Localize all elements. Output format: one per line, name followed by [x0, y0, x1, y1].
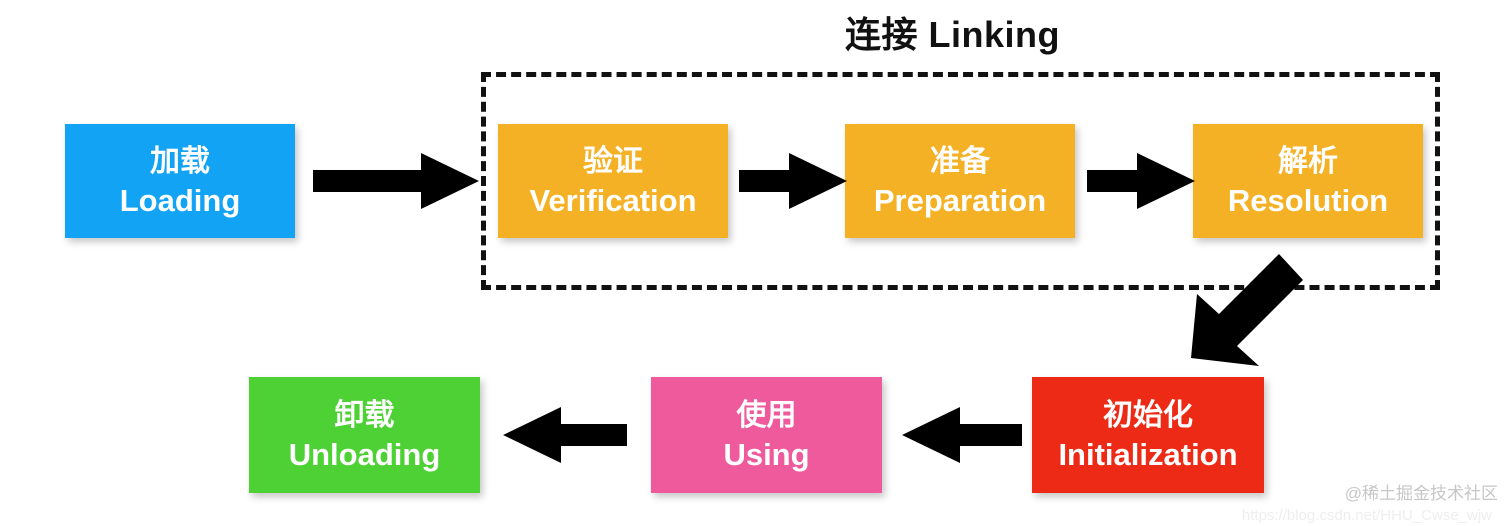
arrow-left-icon-using-to-unloading: [503, 407, 627, 463]
stage-label-en: Using: [723, 436, 810, 472]
stage-box-loading[interactable]: 加载 Loading: [65, 124, 295, 238]
arrow-right-icon-verification-to-preparation: [739, 153, 847, 209]
linking-group-dashed-frame: [481, 72, 1440, 290]
stage-box-using[interactable]: 使用 Using: [651, 377, 882, 493]
stage-label-cn: 初始化: [1103, 398, 1193, 432]
stage-label-en: Initialization: [1058, 436, 1238, 472]
stage-label-en: Verification: [529, 182, 697, 218]
stage-box-preparation[interactable]: 准备 Preparation: [845, 124, 1075, 238]
stage-label-cn: 卸载: [334, 398, 395, 432]
watermark-text: @稀土掘金技术社区: [1344, 484, 1498, 503]
stage-label-cn: 验证: [583, 144, 643, 178]
watermark-url: https://blog.csdn.net/HHU_Cwse_wjw: [1241, 507, 1492, 524]
stage-label-cn: 使用: [736, 398, 797, 432]
stage-label-cn: 准备: [930, 144, 990, 178]
stage-label-en: Loading: [119, 182, 241, 218]
stage-label-en: Unloading: [288, 436, 441, 472]
stage-label-en: Preparation: [873, 182, 1047, 218]
arrow-right-icon-preparation-to-resolution: [1087, 153, 1195, 209]
stage-label-cn: 解析: [1278, 144, 1338, 178]
stage-box-unloading[interactable]: 卸载 Unloading: [249, 377, 480, 493]
stage-box-resolution[interactable]: 解析 Resolution: [1193, 124, 1423, 238]
arrow-right-icon-loading-to-verification: [313, 153, 479, 209]
stage-box-initialization[interactable]: 初始化 Initialization: [1032, 377, 1264, 493]
arrow-diagonal-icon-resolution-to-initialization: [1175, 250, 1305, 370]
stage-label-en: Resolution: [1227, 182, 1389, 218]
stage-box-verification[interactable]: 验证 Verification: [498, 124, 728, 238]
stage-label-cn: 加载: [150, 144, 210, 178]
page-title: 连接 Linking: [845, 14, 1060, 55]
arrow-left-icon-initialization-to-using: [902, 407, 1022, 463]
